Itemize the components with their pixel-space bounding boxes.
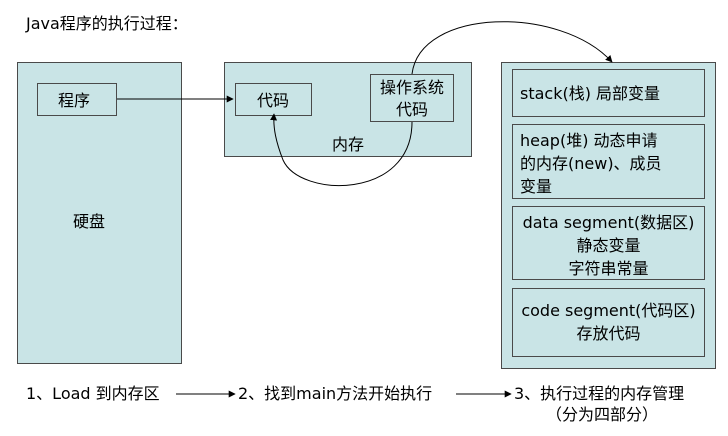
diagram-title: Java程序的执行过程： (26, 14, 188, 33)
step-3-line2: （分为四部分） (546, 405, 659, 424)
code-seg-line2: 存放代码 (576, 324, 641, 343)
heap-region (512, 124, 705, 199)
os-code-line2: 代码 (395, 100, 428, 119)
data-line1: data segment(数据区) (522, 213, 695, 232)
disk-label: 硬盘 (73, 212, 106, 231)
step-1: 1、Load 到内存区 (26, 384, 160, 403)
data-line2: 静态变量 (576, 236, 641, 255)
step-3-line1: 3、执行过程的内存管理 (514, 384, 685, 403)
heap-line1: heap(堆) 动态申请 (520, 131, 658, 150)
heap-line3: 变量 (520, 177, 553, 196)
memory-label: 内存 (332, 135, 365, 154)
heap-line2: 的内存(new)、成员 (520, 154, 662, 173)
step-2: 2、找到main方法开始执行 (238, 384, 433, 403)
code-box: 代码 (235, 83, 312, 116)
program-box: 程序 (37, 83, 117, 116)
data-segment-region (512, 206, 705, 280)
code-seg-line1: code segment(代码区) (521, 301, 696, 320)
disk-panel (17, 62, 182, 364)
stack-text: stack(栈) 局部变量 (520, 84, 661, 103)
code-segment-region (512, 288, 705, 357)
memory-regions-panel (501, 62, 716, 369)
os-code-line1: 操作系统 (379, 78, 444, 97)
data-line3: 字符串常量 (568, 259, 649, 278)
